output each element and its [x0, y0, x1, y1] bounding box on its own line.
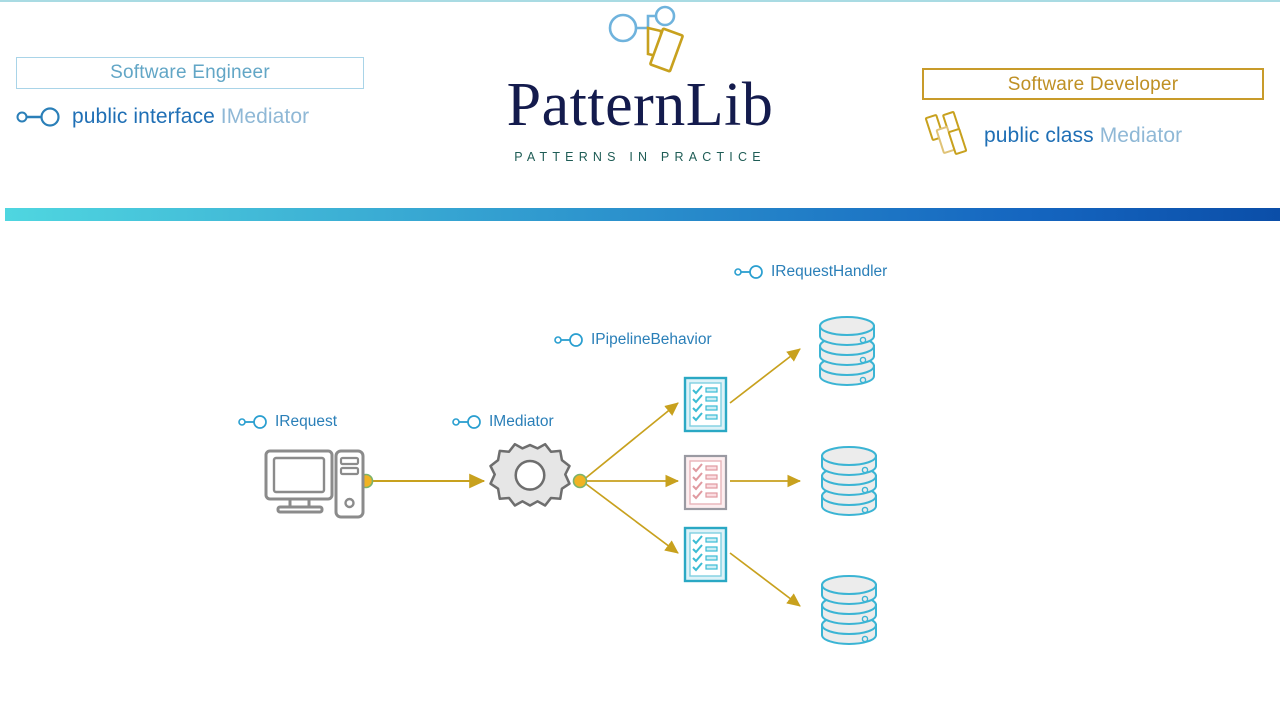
label-imediator-text: IMediator — [489, 413, 554, 430]
gear-icon — [488, 442, 572, 528]
interface-type-name: IMediator — [220, 105, 310, 128]
class-type-name: Mediator — [1099, 123, 1183, 147]
patternlib-logo-mark-icon — [595, 4, 695, 84]
database-icon — [818, 575, 880, 653]
brand-tagline: PATTERNS IN PRACTICE — [514, 150, 766, 164]
checklist-icon — [682, 376, 730, 438]
label-irequesthandler-text: IRequestHandler — [771, 263, 888, 280]
interface-signature-row: public interface IMediator — [16, 105, 309, 129]
interface-lollipop-icon — [734, 264, 764, 280]
gradient-divider — [5, 208, 1280, 221]
node-request-handler-3[interactable] — [818, 569, 880, 654]
class-blocks-icon — [922, 110, 972, 161]
top-hairline — [0, 0, 1280, 2]
node-irequest[interactable] — [262, 445, 366, 525]
node-pipeline-behavior-3[interactable] — [682, 526, 730, 589]
class-keyword: public class — [984, 123, 1094, 147]
brand-title: PatternLib — [506, 71, 774, 139]
interface-lollipop-icon — [238, 414, 268, 430]
interface-keyword: public interface — [72, 105, 215, 128]
computer-icon — [262, 449, 366, 524]
header-band: Software Engineer public interface IMedi… — [0, 2, 1280, 202]
mediator-pattern-diagram: IRequest IMediator — [0, 221, 1280, 720]
checklist-icon — [682, 526, 730, 588]
checklist-icon — [682, 454, 730, 516]
node-pipeline-behavior-1[interactable] — [682, 376, 730, 439]
software-engineer-badge: Software Engineer — [16, 57, 364, 89]
label-ipipelinebehavior: IPipelineBehavior — [554, 331, 712, 349]
right-persona-block: Software Developer public class Mediator — [922, 68, 1264, 155]
node-request-handler-1[interactable] — [816, 310, 878, 395]
label-irequesthandler: IRequestHandler — [734, 263, 887, 281]
label-ipipelinebehavior-text: IPipelineBehavior — [591, 331, 712, 348]
interface-lollipop-icon — [16, 105, 60, 129]
node-imediator[interactable] — [488, 440, 572, 529]
class-signature-row: public class Mediator — [922, 110, 1182, 161]
diagram-connectors — [358, 348, 802, 607]
left-persona-block: Software Engineer public interface IMedi… — [16, 57, 366, 128]
database-icon — [818, 446, 880, 524]
software-developer-badge: Software Developer — [922, 68, 1264, 100]
interface-lollipop-icon — [452, 414, 482, 430]
label-irequest: IRequest — [238, 413, 337, 431]
node-request-handler-2[interactable] — [818, 440, 880, 525]
label-irequest-text: IRequest — [275, 413, 338, 430]
brand-logo: PatternLib PATTERNS IN PRACTICE — [440, 2, 840, 182]
database-icon — [816, 316, 878, 394]
interface-lollipop-icon — [554, 332, 584, 348]
label-imediator: IMediator — [452, 413, 554, 431]
node-pipeline-behavior-2[interactable] — [682, 454, 730, 517]
